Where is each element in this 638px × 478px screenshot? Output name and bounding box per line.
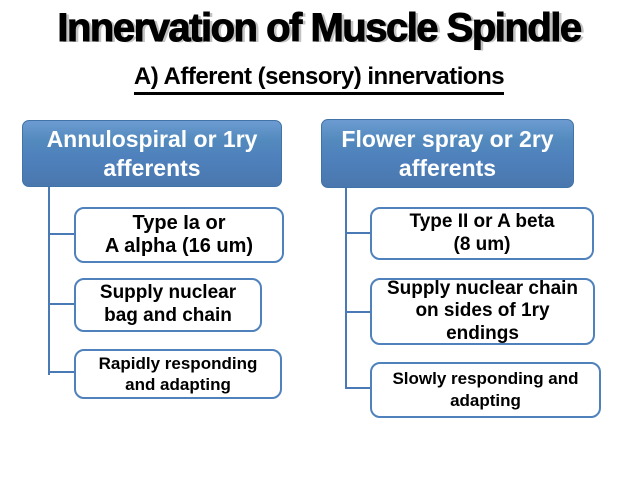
connector-elbow xyxy=(48,303,74,305)
info-box-slowly-responding: Slowly responding and adapting xyxy=(370,362,601,418)
header-line: Flower spray or 2ry xyxy=(341,125,554,152)
connector-elbow xyxy=(48,371,74,373)
box-text-line: (8 um) xyxy=(453,233,511,255)
box-text-line: endings xyxy=(446,322,519,344)
box-text-line: on sides of 1ry xyxy=(415,300,550,322)
box-text-line: bag and chain xyxy=(104,305,232,326)
info-box-type-ia: Type Ia or A alpha (16 um) xyxy=(74,207,284,263)
connector-vertical-right xyxy=(345,188,347,389)
info-box-type-ii: Type II or A beta (8 um) xyxy=(370,207,594,260)
connector-vertical-left xyxy=(48,187,50,375)
box-text-line: and adapting xyxy=(125,375,231,394)
box-text-line: A alpha (16 um) xyxy=(104,235,254,257)
info-box-supply-bag-chain: Supply nuclear bag and chain xyxy=(74,278,262,332)
box-text-line: Supply nuclear chain xyxy=(386,278,579,300)
connector-elbow xyxy=(345,232,370,234)
slide-subtitle-row: A) Afferent (sensory) innervations xyxy=(0,63,638,95)
header-line: afferents xyxy=(398,154,497,181)
box-text-line: Rapidly responding xyxy=(98,353,258,373)
connector-elbow xyxy=(345,311,370,313)
info-box-rapidly-responding: Rapidly responding and adapting xyxy=(74,349,282,399)
slide-subtitle: A) Afferent (sensory) innervations xyxy=(133,63,505,95)
header-box-annulospiral: Annulospiral or 1ry afferents xyxy=(22,120,282,187)
header-line: Annulospiral or 1ry xyxy=(46,125,258,152)
box-text-line: Supply nuclear xyxy=(99,282,237,304)
info-box-supply-chain-sides: Supply nuclear chain on sides of 1ry end… xyxy=(370,278,595,345)
box-text-line: adapting xyxy=(450,391,521,410)
slide-title: Innervation of Muscle Spindle xyxy=(57,6,583,51)
box-text-line: Slowly responding and xyxy=(392,368,579,388)
box-text-line: Type II or A beta xyxy=(409,211,555,233)
connector-elbow xyxy=(48,233,74,235)
connector-elbow xyxy=(345,387,370,389)
header-box-flower-spray: Flower spray or 2ry afferents xyxy=(321,119,574,188)
header-line: afferents xyxy=(103,154,201,181)
box-text-line: Type Ia or xyxy=(132,212,226,234)
